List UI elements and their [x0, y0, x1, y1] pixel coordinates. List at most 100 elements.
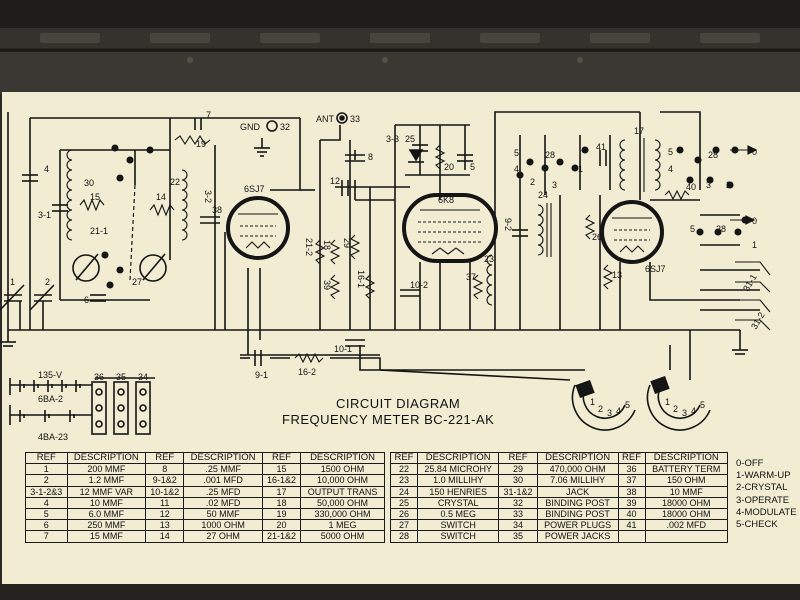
- parts-right-cell: 26: [390, 508, 418, 521]
- parts-left-cell: 1.2 MMF: [66, 474, 147, 487]
- switch-c-5: 5: [690, 224, 695, 234]
- ant-number: 33: [350, 114, 360, 124]
- parts-left-cell: 2: [25, 474, 68, 487]
- parts-right-cell: SWITCH: [416, 530, 500, 543]
- parts-left-cell: 9-1&2: [145, 474, 185, 487]
- label-c92: 9-2: [503, 218, 513, 231]
- battery-6ba2-label: 6BA-2: [38, 394, 63, 404]
- parts-left-cell: .001 MFD: [183, 474, 263, 487]
- parts-right-cell: SWITCH: [416, 519, 500, 532]
- parts-left-cell: 13: [145, 519, 185, 532]
- parts-left-cell: 8: [145, 463, 185, 476]
- parts-right-cell: CRYSTAL: [416, 496, 500, 510]
- label-c12: 12: [330, 176, 340, 186]
- tube-6sj7-left: [226, 196, 290, 260]
- parts-left-cell: 1: [25, 463, 68, 476]
- parts-left-header-cell: REF: [145, 451, 185, 465]
- legend-item: 3-OPERATE: [736, 494, 790, 506]
- parts-left-cell: 16-1&2: [261, 474, 302, 487]
- parts-right-cell: 38: [617, 485, 646, 498]
- parts-right-cell: 10 MMF: [644, 485, 729, 498]
- terminal-35-label: 35: [116, 372, 126, 382]
- parts-right-cell: 41: [617, 519, 646, 532]
- label-r15: 15: [90, 192, 100, 202]
- parts-left-cell: 6.0 MMF: [66, 508, 147, 521]
- parts-left-cell: 27 OHM: [183, 530, 263, 543]
- parts-right-cell: 23: [390, 474, 418, 487]
- label-r14: 14: [156, 192, 166, 202]
- switch-b-4: 4: [668, 164, 673, 174]
- parts-right-cell: 34: [498, 519, 538, 532]
- parts-right-cell: BINDING POST: [536, 496, 619, 510]
- label-c32: 3-2: [203, 190, 213, 203]
- ground-symbols: [0, 112, 748, 355]
- parts-right-cell: JACK: [536, 485, 619, 498]
- parts-left-cell: .02 MFD: [183, 496, 263, 510]
- parts-right-cell: 0.5 MEG: [416, 508, 500, 521]
- parts-right-cell: 25.84 MICROHY: [416, 463, 500, 476]
- parts-right-cell: 22: [390, 463, 418, 476]
- tube-6sj7-right: [600, 200, 664, 264]
- parts-right-cell: 33: [498, 508, 538, 521]
- parts-right-cell: 24: [390, 485, 418, 498]
- rotary-switch-dial-2: [646, 375, 711, 431]
- parts-left-cell: 12: [145, 508, 185, 521]
- parts-right-cell: 31-1&2: [498, 485, 538, 498]
- parts-right-header-cell: DESCRIPTION: [644, 451, 729, 465]
- jack-31: [735, 261, 771, 331]
- parts-left-header-cell: DESCRIPTION: [66, 451, 147, 465]
- parts-left-cell: 250 MMF: [66, 519, 147, 532]
- label-r26: 26: [592, 232, 602, 242]
- dial-2-num-4: 4: [691, 406, 696, 416]
- label-c31: 3-1: [38, 210, 51, 220]
- parts-right-header-cell: REF: [390, 451, 418, 465]
- legend-item: 0-OFF: [736, 458, 764, 469]
- parts-right-cell: 39: [617, 496, 646, 510]
- terminal-36-label: 36: [94, 372, 104, 382]
- parts-right-header-cell: REF: [617, 451, 646, 465]
- label-c7: 7: [206, 110, 211, 120]
- parts-left-cell: 3-1-2&3: [25, 485, 68, 498]
- label-r161: 16-1: [356, 270, 366, 288]
- dial-2-num-3: 3: [682, 408, 687, 418]
- parts-right-header-cell: DESCRIPTION: [416, 451, 500, 465]
- label-c1: 1: [10, 277, 15, 287]
- parts-left-header-cell: REF: [261, 451, 302, 465]
- switch-b-2: 2: [726, 180, 731, 190]
- parts-left-cell: 1500 OHM: [300, 463, 385, 476]
- label-c4: 4: [44, 164, 49, 174]
- tube2-label: 6K8: [438, 195, 454, 205]
- legend-item: 2-CRYSTAL: [736, 482, 788, 494]
- switch-a-3: 3: [552, 180, 557, 190]
- legend-item: 1-WARM-UP: [736, 470, 791, 482]
- tube1-label: 6SJ7: [244, 184, 265, 194]
- capacitors: [22, 118, 607, 366]
- dial-1-num-2: 2: [598, 404, 603, 414]
- terminal-strips: [91, 381, 151, 435]
- dial-2-num-2: 2: [673, 404, 678, 414]
- parts-left-cell: 12 MMF VAR: [66, 485, 147, 498]
- label-r13: 13: [612, 270, 622, 280]
- label-r212: 21-2: [304, 238, 314, 256]
- parts-right-cell: 150 HENRIES: [416, 485, 500, 498]
- parts-right-cell: [644, 530, 729, 543]
- label-r30: 30: [84, 178, 94, 188]
- switch-c-28: 28: [716, 224, 726, 234]
- label-c102: 10-2: [410, 280, 428, 290]
- parts-left-cell: .25 MFD: [183, 485, 263, 498]
- battery-4ba23-label: 4BA-23: [38, 432, 68, 442]
- parts-left-cell: 11: [145, 496, 185, 510]
- parts-left-cell: 1 MEG: [300, 519, 385, 532]
- parts-right-cell: 470,000 OHM: [536, 463, 619, 476]
- label-l17: 17: [634, 126, 644, 136]
- parts-right-cell: POWER PLUGS: [536, 519, 619, 532]
- parts-left-cell: 1000 OHM: [183, 519, 263, 532]
- parts-right-cell: 29: [498, 463, 538, 476]
- jack-312-label: 31-2: [749, 310, 767, 331]
